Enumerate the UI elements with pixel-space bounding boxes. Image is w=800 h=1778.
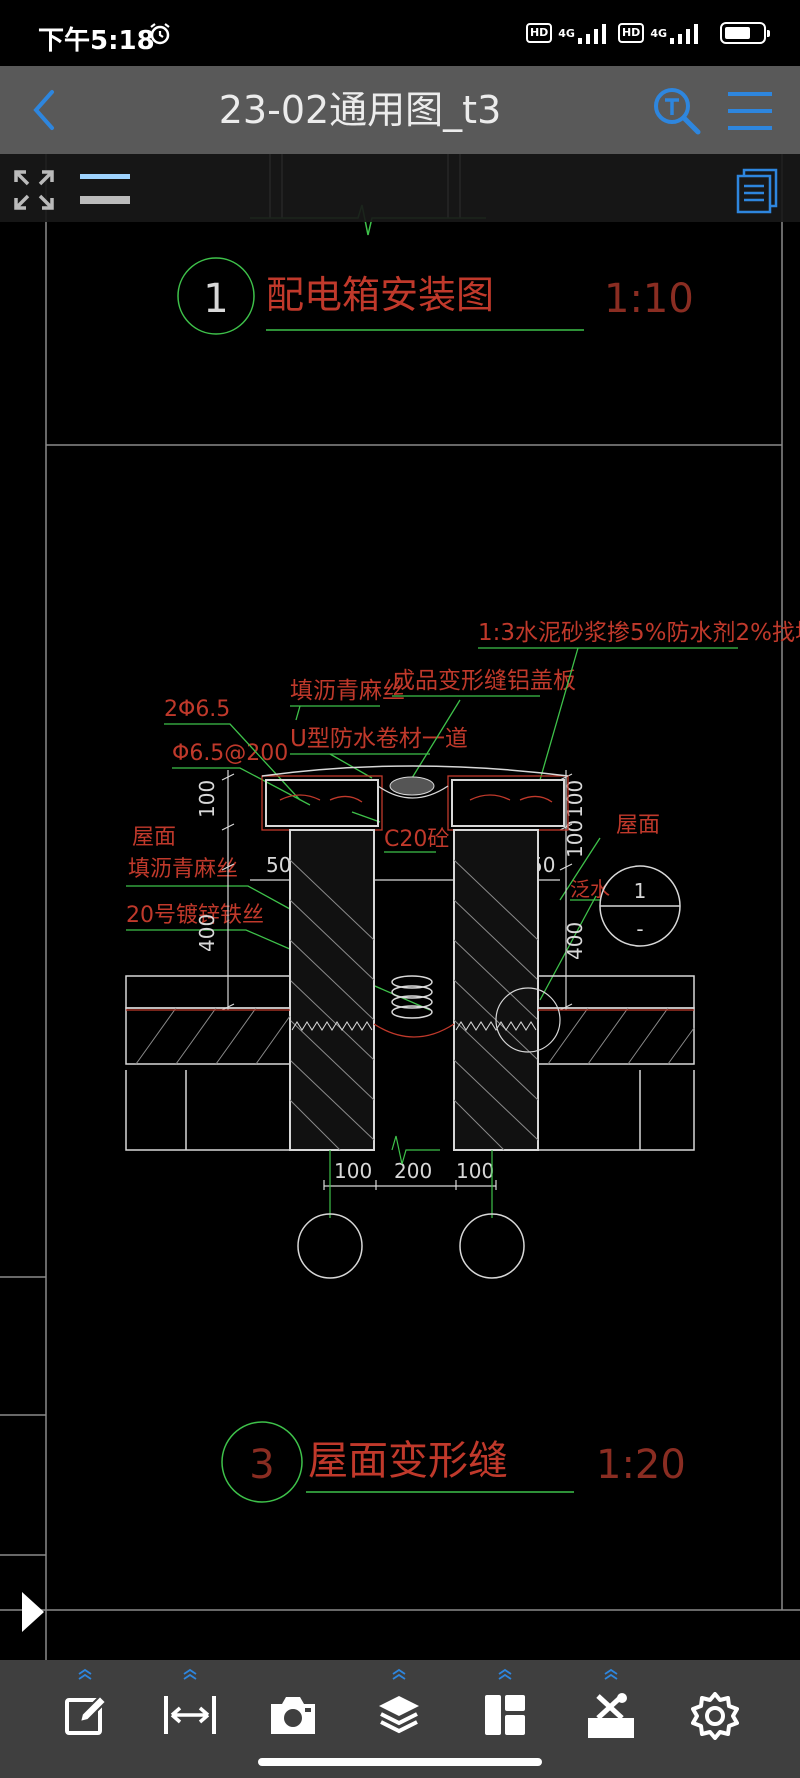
layout-button[interactable] [470,1668,540,1760]
mortar-note: 1:3水泥砂浆掺5%防水剂2%找坡 [478,620,800,646]
fill-hemp-note: 填沥青麻丝 [290,678,405,704]
wall-right [453,829,539,1151]
signal-icon [577,24,606,44]
callout-top: 1 [634,879,647,903]
document-title: 23-02通用图_t3 [218,88,502,132]
signal-icon [670,24,698,44]
text-search-icon[interactable] [650,84,704,138]
edit-button[interactable] [50,1668,120,1760]
dim-50-left: 50 [266,853,291,877]
callout-bottom: - [636,917,643,941]
rebar-note-2: Φ6.5@200 [172,741,288,766]
measure-button[interactable] [155,1668,225,1760]
roof-label-left: 屋面 [132,825,176,850]
camera-icon [271,1697,315,1734]
galvanized-wire-label: 20号镀锌铁丝 [126,903,264,928]
annotations: 1:3水泥砂浆掺5%防水剂2%找坡 成品变形缝铝盖板 填沥青麻丝 U型防水卷材一… [126,620,800,928]
chevron-up-icon [498,1668,512,1680]
detail-callout: 1 - [495,865,681,1053]
chevron-up-icon [183,1668,197,1680]
status-indicators: HD 4G HD 4G [525,18,770,48]
settings-icon [691,1692,739,1740]
cap-beam-left [261,775,383,831]
hd-badge: HD [617,23,645,43]
detail-1-number: 1 [203,276,228,322]
insulation-right [455,1021,537,1031]
membrane-bottom [373,1023,455,1038]
chevron-up-icon [78,1668,92,1680]
tools-button[interactable] [576,1668,646,1760]
detail-3-title: 屋面变形缝 [308,1438,508,1484]
layouts-icon[interactable] [734,168,780,214]
detail-1-scale: 1:10 [604,276,694,322]
detail-3-title-block: 3 屋面变形缝 1:20 [221,1421,686,1503]
line-weight-icon[interactable] [80,170,130,210]
break-line [391,1135,440,1165]
u-membrane [377,785,449,799]
cap-beam-right [447,775,569,831]
layers-button[interactable] [364,1668,434,1760]
detail-3-scale: 1:20 [596,1442,686,1488]
status-time: 下午5:18 [38,26,155,56]
layers-icon [379,1696,419,1734]
fill-hemp-label: 填沥青麻丝 [128,857,238,882]
chevron-up-icon [604,1668,618,1680]
insulation-left [291,1021,373,1031]
network-type: 4G [650,26,667,40]
network-type: 4G [558,26,575,40]
expand-panel-icon[interactable] [20,1590,46,1634]
c20-note: C20砼 [384,827,449,852]
measure-icon [164,1696,216,1734]
detail-3-number: 3 [249,1442,274,1488]
roof-slab-right [537,975,695,1151]
status-bar: 下午5:18 HD 4G HD 4G [0,0,800,66]
battery-icon [720,22,770,44]
chevron-up-icon [392,1668,406,1680]
dim-400-right: 400 [563,922,587,960]
spring-coil [391,975,433,1019]
dim-bottom-100-right: 100 [456,1159,494,1183]
axis-markers [297,1150,525,1279]
dim-100-right-a: 100 [563,780,587,818]
roof-slab-left [125,975,291,1151]
roof-label-right: 屋面 [616,813,660,838]
dim-100-left: 100 [195,780,219,818]
edit-icon [65,1694,108,1735]
canvas-toolbar [0,154,800,222]
camera-button[interactable] [258,1668,328,1760]
sealant-bead [389,776,435,796]
home-indicator[interactable] [258,1758,542,1766]
dim-bottom-100-left: 100 [334,1159,372,1183]
wall-left [289,829,375,1151]
detail-1-title: 配电箱安装图 [266,273,494,317]
cover-plate [261,765,569,777]
alarm-icon [150,23,170,45]
u-membrane-note: U型防水卷材一道 [290,726,468,752]
cad-drawing-canvas[interactable]: 1 配电箱安装图 1:10 1:3水泥砂浆掺5%防水剂2%找坡 成品变形缝铝盖板… [0,154,800,1660]
tools-icon [588,1693,634,1738]
cover-plate-note: 成品变形缝铝盖板 [392,668,576,694]
hd-badge: HD [525,23,553,43]
fullscreen-icon[interactable] [12,168,56,212]
layout-icon [485,1695,525,1735]
menu-icon[interactable] [722,86,778,136]
detail-1-title-block: 1 配电箱安装图 1:10 [177,257,694,335]
rebar-note-1: 2Φ6.5 [164,697,230,722]
back-icon[interactable] [18,80,78,140]
settings-button[interactable] [680,1668,750,1760]
app-header: 23-02通用图_t3 [0,66,800,154]
dim-400-left: 400 [195,914,219,952]
dim-bottom-200: 200 [394,1159,432,1183]
